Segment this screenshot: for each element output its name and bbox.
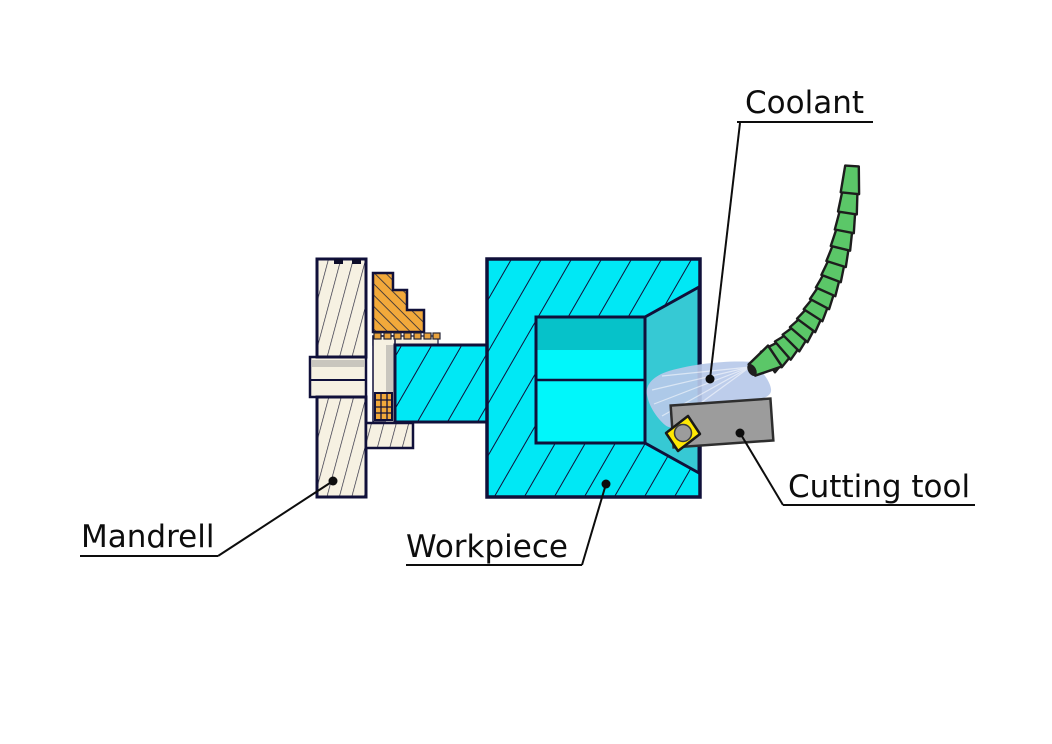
cutting-tool-leader: [739, 432, 784, 506]
coolant-leader: [709, 122, 741, 380]
leader-dots: [328, 374, 745, 489]
nozzle-opening: [747, 364, 757, 376]
mandrel-spacer: [312, 360, 364, 367]
coolant-nozzle: [747, 344, 784, 377]
mandrel-washer: [386, 345, 395, 422]
hose-segment: [839, 164, 861, 196]
label-workpiece: Workpiece: [406, 529, 568, 565]
mandrell-leader: [217, 480, 334, 557]
cutting-tool: [664, 397, 775, 453]
chuck-jaw: [371, 271, 441, 340]
mandrel: [308, 257, 439, 499]
mandrel-flange-bottom: [315, 395, 415, 499]
thread-dashes: [373, 332, 441, 340]
leader-lines: [80, 121, 975, 566]
workpiece-leader-dot: [601, 479, 611, 489]
label-cutting-tool: Cutting tool: [788, 469, 970, 505]
cutting-tool-leader-dot: [735, 428, 745, 438]
flange-notch: [334, 259, 343, 264]
mandrel-bolt: [374, 392, 393, 421]
mandrel-flange-top: [315, 257, 368, 359]
bore-far-wall: [536, 317, 645, 350]
coolant-leader-dot: [705, 374, 715, 384]
mandrel-step: [364, 421, 415, 450]
insert-hole: [673, 423, 693, 443]
workpiece: [393, 257, 702, 499]
label-coolant: Coolant: [745, 85, 864, 121]
bore: [534, 315, 647, 445]
flange-notch: [352, 259, 361, 264]
coolant-hose: [759, 164, 861, 374]
label-mandrell: Mandrell: [81, 519, 214, 555]
workpiece-leader: [581, 483, 607, 566]
mandrell-leader-dot: [328, 476, 338, 486]
